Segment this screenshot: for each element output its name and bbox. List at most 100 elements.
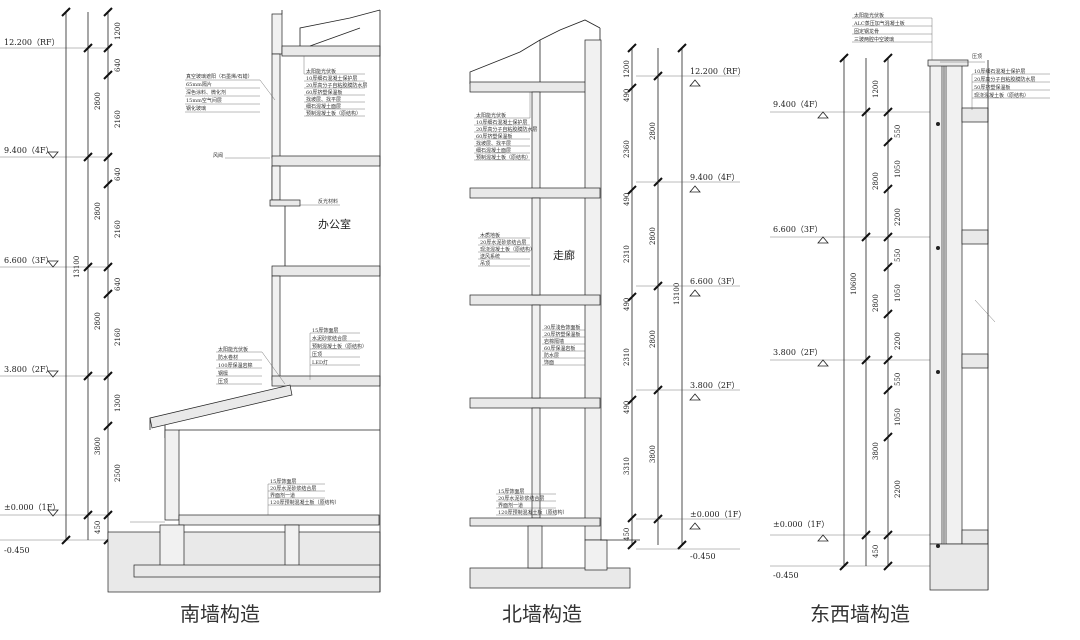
north-level-1f: ±0.000（1F） <box>690 510 746 519</box>
north-dim-fine-3: 2360 <box>623 140 631 158</box>
north-note-mid-1: 木质地板 <box>480 232 500 239</box>
south-dim-fine-7: 2160 <box>114 328 122 346</box>
south-level-3f: 6.600（3F） <box>4 256 54 265</box>
south-note-ur-5: 找坡层、找平层 <box>306 96 341 103</box>
eastwest-dim-fine-10: 2200 <box>894 480 902 498</box>
south-note-ul-2: 65mm隔片 <box>186 81 212 88</box>
eastwest-level-lines <box>770 111 930 567</box>
north-notes-wall <box>542 329 585 366</box>
south-level-1f: ±0.000（1F） <box>4 503 60 512</box>
south-level-lines <box>0 47 110 541</box>
south-note-lr-4: 压顶 <box>312 352 322 358</box>
eastwest-dimension-lines <box>839 53 893 571</box>
south-note-ll-1: 太阳能光伏板 <box>218 346 248 353</box>
north-notes-roof <box>474 92 531 161</box>
south-note-lr-3: 预制混凝土板（原结构） <box>312 343 367 350</box>
south-note-ul-4: 15mm空气间层 <box>186 97 222 104</box>
south-note-ll-3: 100厚保温岩棉 <box>218 362 253 369</box>
north-dim-mid-4: 3800 <box>649 445 657 463</box>
north-dim-fine-1: 1200 <box>623 60 631 78</box>
south-notes-lower-left <box>216 351 286 385</box>
south-note-ur-2: 10厚细石混凝土保护层 <box>306 75 357 82</box>
south-note-ul-1: 真空玻璃遮阳（石墨烯/石蜡） <box>186 73 253 80</box>
eastwest-dim-fine-1: 1200 <box>872 80 880 98</box>
north-note-roof-1: 太阳能光伏板 <box>476 112 506 119</box>
eastwest-dim-fine-5: 550 <box>894 249 902 262</box>
south-wall-section: 12.200（RF） 9.400（4F） 6.600（3F） 3.800（2F）… <box>0 7 381 593</box>
north-note-mid-5: 吊顶 <box>480 261 490 267</box>
eastwest-note-cap: 压顶 <box>972 54 982 60</box>
eastwest-dim-mid-1: 2800 <box>872 172 880 190</box>
eastwest-note-right-4: 现浇混凝土板（原结构） <box>974 92 1029 99</box>
eastwest-dim-fine-11: 450 <box>872 545 880 558</box>
south-note-lr-2: 水泥砂浆结合层 <box>312 335 347 342</box>
eastwest-note-top-2: ALC蒸压加气混凝土板 <box>853 20 905 27</box>
north-room-label: 走廊 <box>553 248 575 262</box>
south-note-ur-1: 太阳能光伏板 <box>306 68 336 75</box>
north-note-wall-1: 30厚浅色饰面板 <box>544 324 580 331</box>
south-note-ll-2: 防水卷材 <box>218 354 238 361</box>
north-level-4f: 9.400（4F） <box>690 173 740 182</box>
south-room-label: 办公室 <box>318 217 351 231</box>
north-dim-fine-7: 2310 <box>623 348 631 366</box>
north-level-ground: -0.450 <box>690 552 716 561</box>
eastwest-level-2f: 3.800（2F） <box>773 348 823 357</box>
north-overall-dim: 13100 <box>673 283 681 305</box>
north-wall-caption: 北墙构造 <box>502 602 582 626</box>
north-level-2f: 3.800（2F） <box>690 381 740 390</box>
north-dim-fine-9: 3310 <box>623 457 631 475</box>
north-note-wall-6: 饰面 <box>544 359 554 366</box>
eastwest-notes-top <box>852 17 933 60</box>
south-wall-caption: 南墙构造 <box>180 602 260 626</box>
north-note-wall-4: 60厚保温岩板 <box>544 345 575 352</box>
eastwest-note-top-1: 太阳能光伏板 <box>854 12 884 19</box>
south-note-ul-5: 钢化玻璃 <box>186 105 206 112</box>
south-note-ur-3: 20厚高分子自粘胶膜防水层 <box>306 82 367 89</box>
south-note-fl-2: 20厚水泥砂浆结合层 <box>270 485 316 492</box>
north-note-roof-6: 细石混凝土面层 <box>476 147 511 154</box>
eastwest-notes-right <box>971 73 1050 110</box>
south-dim-fine-4: 640 <box>114 168 122 181</box>
south-dim-mid-3: 2800 <box>94 312 102 330</box>
eastwest-note-top-4: 三玻两腔中空玻璃 <box>854 36 894 43</box>
north-dim-mid-2: 2800 <box>649 227 657 245</box>
eastwest-dim-mid-3: 3800 <box>872 442 880 460</box>
north-note-roof-4: 60厚挤塑保温板 <box>476 133 512 140</box>
south-note-lr-5: LED灯 <box>312 359 328 366</box>
south-notes-floor <box>267 483 325 515</box>
south-note-lr-1: 15厚饰面层 <box>312 327 338 334</box>
north-dimension-lines <box>627 43 740 550</box>
south-building-geometry <box>107 9 381 593</box>
north-dim-fine-10: 450 <box>623 528 631 541</box>
south-notes-upper-left <box>185 79 276 113</box>
eastwest-dim-fine-9: 1050 <box>894 408 902 426</box>
north-note-wall-5: 防水层 <box>544 352 559 359</box>
north-note-wall-2: 20厚挤塑保温板 <box>544 331 580 338</box>
eastwest-level-4f: 9.400（4F） <box>773 100 823 109</box>
south-dim-mid-4: 3800 <box>94 437 102 455</box>
north-dim-mid-3: 2800 <box>649 330 657 348</box>
south-note-ll-5: 压顶 <box>218 379 228 385</box>
south-dim-fine-5: 2160 <box>114 220 122 238</box>
north-note-fl-4: 120厚预制混凝土板（原结构） <box>498 509 568 516</box>
south-dimension-lines <box>61 7 113 545</box>
eastwest-dim-fine-8: 550 <box>894 373 902 386</box>
north-dim-mid-1: 2800 <box>649 122 657 140</box>
south-note-fl-1: 15厚饰面层 <box>270 478 296 485</box>
north-note-fl-1: 15厚饰面层 <box>498 488 524 495</box>
south-note-ur-4: 60厚挤塑保温板 <box>306 89 342 96</box>
north-level-3f: 6.600（3F） <box>690 277 740 286</box>
north-note-mid-2: 20厚水泥砂浆结合层 <box>480 239 526 246</box>
south-dim-fine-3: 2160 <box>114 110 122 128</box>
south-note-fl-4: 120厚预制混凝土板（原结构） <box>270 499 340 506</box>
eastwest-note-right-3: 50厚挤塑保温板 <box>974 84 1010 91</box>
south-level-rf: 12.200（RF） <box>4 38 60 47</box>
eastwest-wall-caption: 东西墙构造 <box>810 602 910 626</box>
south-dim-mid-1: 2800 <box>94 92 102 110</box>
south-dim-fine-9: 2500 <box>114 464 122 482</box>
eastwest-note-right-2: 20厚高分子自粘胶膜防水层 <box>974 76 1035 83</box>
eastwest-dim-fine-7: 2200 <box>894 332 902 350</box>
south-dim-fine-2: 640 <box>114 59 122 72</box>
north-note-mid-3: 现浇混凝土板（原结构） <box>480 246 535 253</box>
